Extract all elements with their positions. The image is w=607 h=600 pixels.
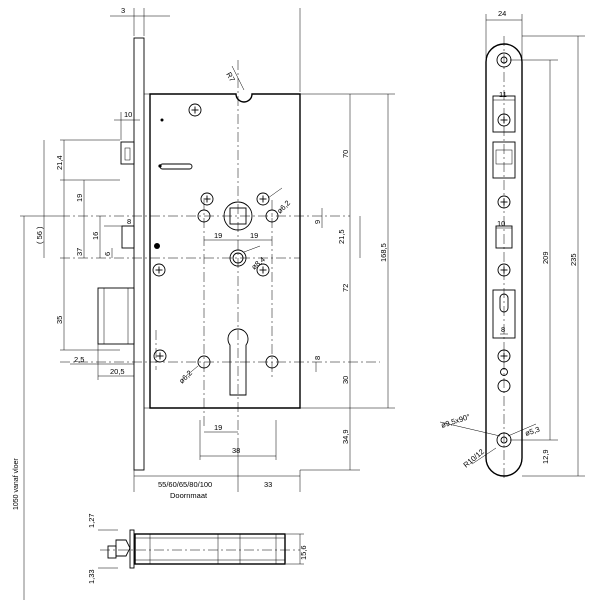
forend-outline — [485, 43, 523, 477]
dim-30: 30 — [341, 376, 350, 384]
dim-19-a: 19 — [214, 231, 222, 240]
floor-height-label: 1050 vanaf vloer — [13, 458, 20, 510]
dim-16: 16 — [91, 232, 100, 240]
dim-19-b: 19 — [250, 231, 258, 240]
dim-side-209: 209 — [541, 251, 550, 264]
dim-37: 37 — [75, 248, 84, 256]
forend-side-view — [485, 36, 523, 480]
dim-33: 33 — [264, 480, 272, 489]
latch-bolt — [120, 141, 135, 165]
dim-72: 72 — [341, 284, 350, 292]
dimension-lines-main — [20, 8, 395, 600]
dim-r7: R7 — [224, 71, 237, 84]
dim-6-2-bottom: ø6,2 — [177, 368, 194, 385]
dim-bottom-1-27: 1,27 — [87, 513, 96, 528]
dim-10: 10 — [124, 110, 132, 119]
dim-side-235: 235 — [569, 253, 578, 266]
dead-bolt — [97, 287, 135, 345]
backset-label: Doornmaat — [170, 491, 208, 500]
dim-6: 6 — [103, 252, 112, 256]
dim-side-10: 10 — [497, 219, 505, 228]
dim-bottom-1-33: 1,33 — [87, 569, 96, 584]
indicator-slot — [159, 163, 193, 170]
dim-side-11: 11 — [499, 90, 507, 99]
dim-6-2-top: ø6,2 — [275, 198, 292, 215]
dim-8-left: 8 — [127, 217, 131, 226]
dim-side-8: 8 — [501, 325, 505, 334]
dim-21-5: 21,5 — [337, 229, 346, 244]
dim-19-left: 19 — [75, 194, 84, 202]
dim-side-r10: R10/12 — [462, 447, 486, 469]
dim-side-24: 24 — [498, 9, 506, 18]
dim-side-12-9: 12,9 — [541, 449, 550, 464]
dim-8-4: ø8,4 — [250, 255, 267, 272]
bottom-section-view — [98, 529, 304, 569]
cylinder-cutout — [227, 328, 249, 396]
dim-20-5: 20,5 — [110, 367, 125, 376]
dim-168-5: 168,5 — [379, 243, 388, 262]
forend-plate — [133, 37, 145, 471]
dim-2-5: 2,5 — [74, 355, 84, 364]
dim-side-9-5: ø9,5x90° — [440, 412, 471, 430]
dimension-texts-bottom: 1,27 15,6 1,33 — [87, 513, 308, 584]
dimension-lines-side — [439, 14, 585, 477]
dim-side-5-3: ø5,3 — [524, 425, 541, 438]
dim-70: 70 — [341, 150, 350, 158]
dim-19-bottom: 19 — [214, 423, 222, 432]
dim-bottom-15-6: 15,6 — [299, 545, 308, 560]
aux-latch — [121, 225, 135, 249]
dim-9: 9 — [313, 220, 322, 224]
dim-21-4: 21,4 — [55, 155, 64, 170]
backset-values: 55/60/65/80/100 — [158, 480, 212, 489]
screw-icons — [152, 103, 270, 363]
dim-56: ( 56 ) — [35, 226, 44, 244]
dim-34-9: 34,9 — [341, 429, 350, 444]
dim-3: 3 — [121, 6, 125, 15]
dim-35: 35 — [55, 316, 64, 324]
dim-8-right: 8 — [313, 356, 322, 360]
dim-38: 38 — [232, 446, 240, 455]
